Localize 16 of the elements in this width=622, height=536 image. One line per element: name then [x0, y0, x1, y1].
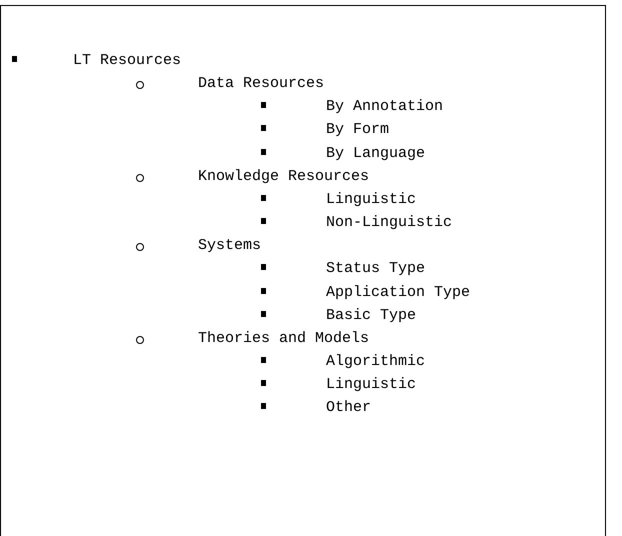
list-item-text: Knowledge Resources	[198, 168, 370, 186]
list-item-text: Systems	[198, 237, 262, 256]
list-item-text: Algorithmic	[326, 352, 426, 371]
list-item-text: By Annotation	[326, 98, 444, 116]
list-item-text: Non-Linguistic	[326, 214, 452, 232]
list-item-text: Basic Type	[326, 306, 416, 325]
list-item-text: Data Resources	[198, 75, 324, 94]
list-item-text: By Language	[326, 144, 426, 163]
list-item-text: Status Type	[326, 260, 426, 278]
list-item-text: By Form	[326, 121, 390, 140]
list-item-text: Theories and Models	[198, 330, 370, 348]
list-item-text: LT Resources	[73, 52, 182, 70]
list-item-text: Linguistic	[326, 376, 416, 394]
list-item-text: Linguistic	[326, 190, 416, 209]
list-item-text: Other	[326, 399, 372, 418]
list-item-text: Application Type	[326, 284, 470, 302]
